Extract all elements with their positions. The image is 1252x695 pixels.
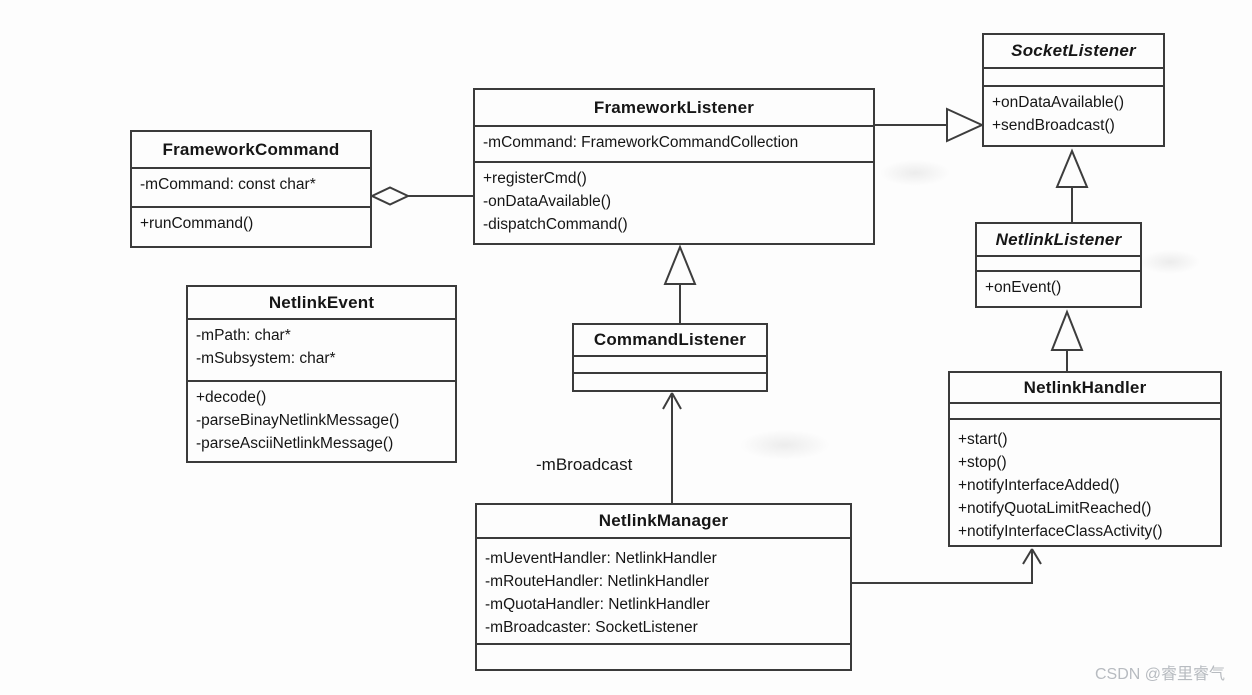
class-attribute: -mCommand: FrameworkCommandCollection	[483, 134, 799, 151]
class-netlinkevent: NetlinkEvent -mPath: char* -mSubsystem: …	[186, 285, 457, 463]
methods-compartment: +runCommand()	[132, 208, 370, 246]
class-method: +onEvent()	[985, 279, 1062, 296]
association-netlinkmanager-netlinkhandler	[852, 548, 1042, 584]
generalization-commandlistener-frameworklistener	[663, 244, 697, 323]
class-commandlistener: CommandListener	[572, 323, 768, 392]
class-title: CommandListener	[574, 325, 766, 357]
class-method: +notifyQuotaLimitReached()	[958, 500, 1152, 517]
attributes-compartment: -mPath: char* -mSubsystem: char*	[188, 320, 455, 382]
generalization-netlinklistener-socketlistener	[1055, 148, 1089, 222]
class-title: NetlinkManager	[477, 505, 850, 539]
scan-blemish	[880, 160, 950, 186]
class-attribute: -mBroadcaster: SocketListener	[485, 619, 698, 636]
class-attribute: -mUeventHandler: NetlinkHandler	[485, 550, 717, 567]
class-frameworkcommand: FrameworkCommand -mCommand: const char* …	[130, 130, 372, 248]
class-title: FrameworkCommand	[132, 132, 370, 169]
methods-compartment: +onDataAvailable() +sendBroadcast()	[984, 87, 1163, 145]
methods-compartment: +start() +stop() +notifyInterfaceAdded()…	[950, 420, 1220, 545]
attributes-compartment: -mCommand: FrameworkCommandCollection	[475, 127, 873, 163]
methods-compartment	[574, 374, 766, 390]
class-frameworklistener: FrameworkListener -mCommand: FrameworkCo…	[473, 88, 875, 245]
class-method: +notifyInterfaceAdded()	[958, 477, 1120, 494]
class-attribute: -mQuotaHandler: NetlinkHandler	[485, 596, 710, 613]
attributes-compartment	[977, 257, 1140, 272]
class-netlinklistener: NetlinkListener +onEvent()	[975, 222, 1142, 308]
class-method: +stop()	[958, 454, 1007, 471]
attributes-compartment: -mCommand: const char*	[132, 169, 370, 208]
attributes-compartment: -mUeventHandler: NetlinkHandler -mRouteH…	[477, 539, 850, 645]
class-method: -parseBinayNetlinkMessage()	[196, 412, 400, 429]
methods-compartment	[477, 645, 850, 669]
aggregation-frameworkcommand-frameworklistener	[369, 186, 473, 206]
association-netlinkmanager-commandlistener	[662, 392, 682, 503]
class-method: +onDataAvailable()	[992, 94, 1124, 111]
class-method: +decode()	[196, 389, 267, 406]
class-netlinkmanager: NetlinkManager -mUeventHandler: NetlinkH…	[475, 503, 852, 671]
scan-blemish	[1140, 250, 1200, 274]
association-label-mbroadcast: -mBroadcast	[536, 455, 633, 474]
class-method: -dispatchCommand()	[483, 216, 628, 233]
class-attribute: -mPath: char*	[196, 327, 291, 344]
attributes-compartment	[574, 357, 766, 374]
methods-compartment: +decode() -parseBinayNetlinkMessage() -p…	[188, 382, 455, 461]
methods-compartment: +registerCmd() -onDataAvailable() -dispa…	[475, 163, 873, 243]
methods-compartment: +onEvent()	[977, 272, 1140, 306]
class-title: NetlinkListener	[977, 224, 1140, 257]
class-method: -onDataAvailable()	[483, 193, 612, 210]
class-method: +notifyInterfaceClassActivity()	[958, 523, 1163, 540]
class-title: FrameworkListener	[475, 90, 873, 127]
class-title: NetlinkEvent	[188, 287, 455, 320]
class-method: +sendBroadcast()	[992, 117, 1115, 134]
attributes-compartment	[950, 404, 1220, 420]
class-method: +start()	[958, 431, 1008, 448]
scan-blemish	[740, 430, 830, 460]
class-attribute: -mRouteHandler: NetlinkHandler	[485, 573, 709, 590]
attributes-compartment	[984, 69, 1163, 87]
csdn-watermark: CSDN @睿里睿气	[1095, 666, 1226, 683]
class-title: NetlinkHandler	[950, 373, 1220, 404]
generalization-netlinkhandler-netlinklistener	[1050, 309, 1084, 371]
class-attribute: -mSubsystem: char*	[196, 350, 336, 367]
class-attribute: -mCommand: const char*	[140, 176, 316, 193]
class-socketlistener: SocketListener +onDataAvailable() +sendB…	[982, 33, 1165, 147]
class-title: SocketListener	[984, 35, 1163, 69]
class-method: +runCommand()	[140, 215, 254, 232]
generalization-frameworklistener-socketlistener	[875, 107, 985, 143]
class-method: +registerCmd()	[483, 170, 587, 187]
class-netlinkhandler: NetlinkHandler +start() +stop() +notifyI…	[948, 371, 1222, 547]
class-method: -parseAsciiNetlinkMessage()	[196, 435, 394, 452]
